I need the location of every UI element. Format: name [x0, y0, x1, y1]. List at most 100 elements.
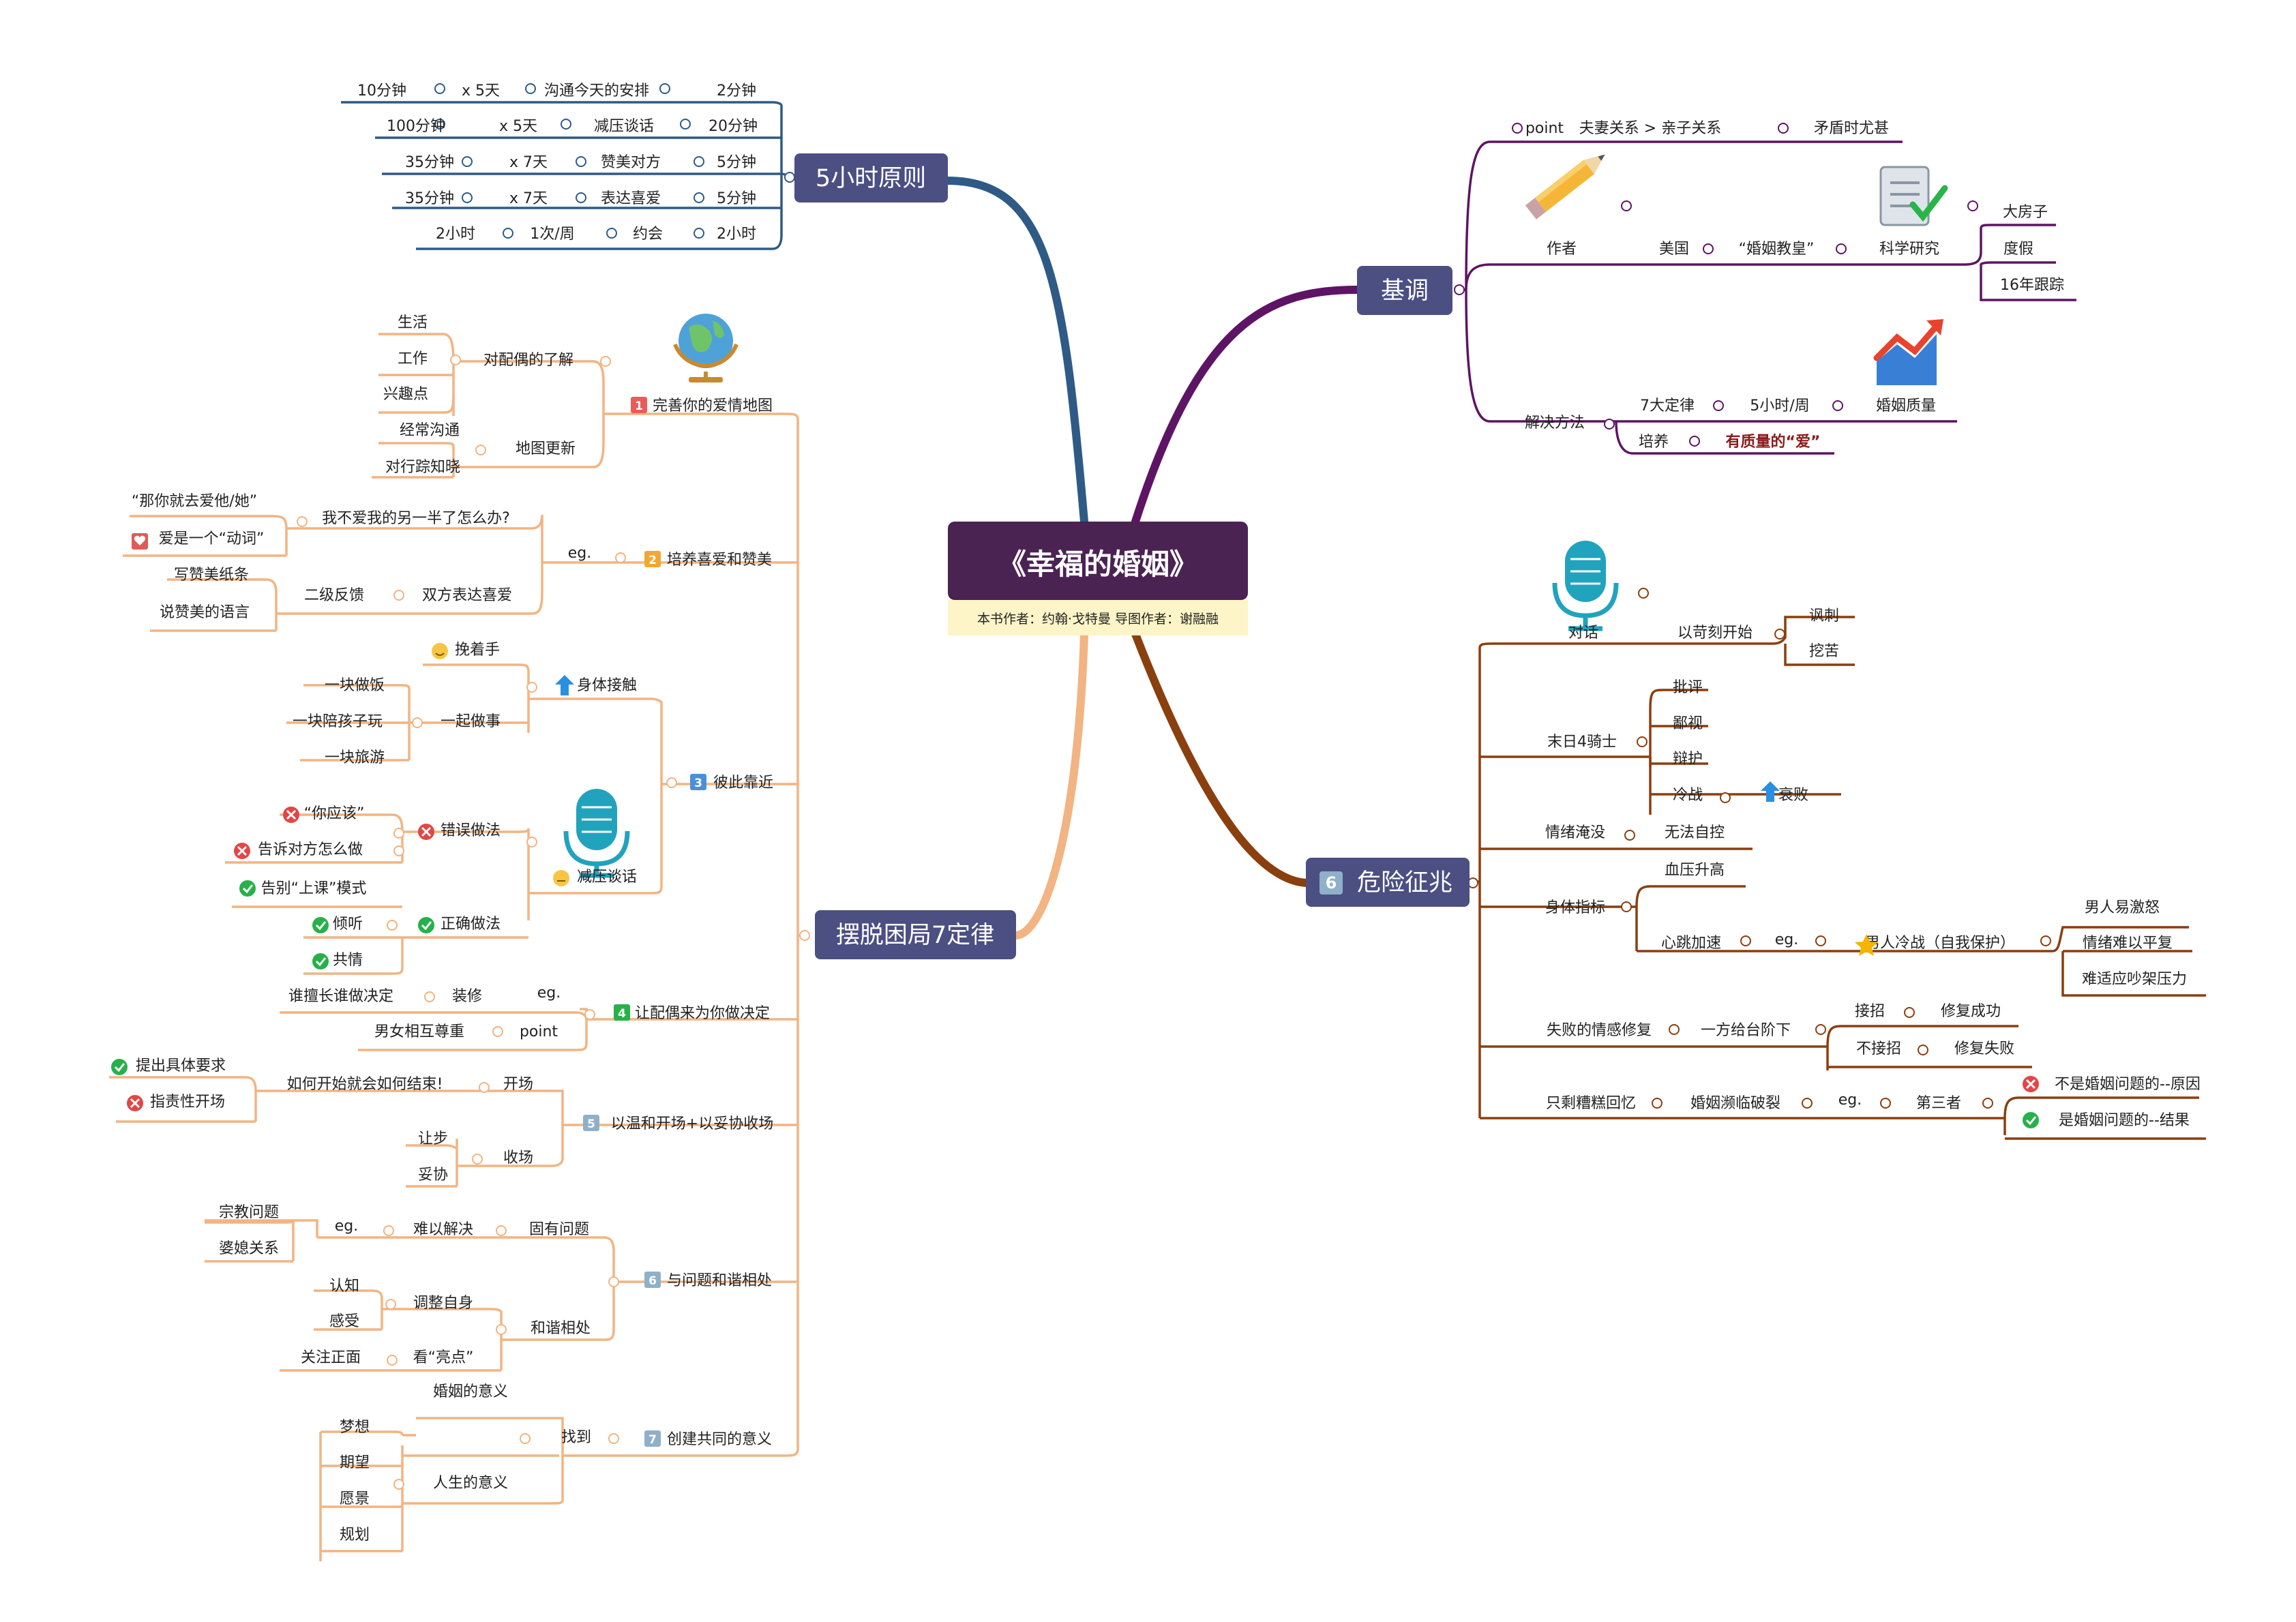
danger-mock: 挖苦: [1809, 643, 1839, 660]
research-vacation: 度假: [2003, 241, 2033, 258]
jidiao-pope: “婚姻教皇”: [1739, 241, 1815, 258]
l5-compromise: 妥协: [418, 1167, 448, 1184]
svg-text:1: 1: [635, 400, 643, 413]
l5-concede: 让步: [418, 1130, 448, 1147]
five-h-row1-a: 10分钟: [357, 82, 406, 100]
law5: 以温和开场+以妥协收场: [611, 1115, 773, 1132]
body-eg: eg.: [1775, 931, 1799, 948]
badge-6-law: [644, 1272, 661, 1288]
five-h-row4-a: 35分钟: [405, 190, 454, 207]
men-pressure: 难适应吵架压力: [2082, 971, 2187, 988]
check-circle-icon-1: [239, 880, 256, 897]
l4-decide: 谁擅长谁做决定: [288, 988, 393, 1005]
l3-stress: 减压谈话: [577, 869, 637, 886]
l3-travel: 一块旅游: [325, 749, 385, 766]
grin-face-icon: [432, 643, 448, 659]
trunk-5h: [944, 177, 1088, 526]
l2-question: 我不爱我的另一半了怎么办?: [322, 510, 510, 527]
l1-whereabouts: 对行踪知晓: [385, 459, 460, 476]
l3-wrong: 错误做法: [441, 822, 501, 839]
svg-text:6: 6: [1326, 873, 1337, 892]
topic-jidiao-box[interactable]: [1357, 266, 1452, 315]
body-bp: 血压升高: [1665, 862, 1725, 879]
five-h-row1-b: x 5天: [462, 82, 500, 100]
solution-quality: 婚姻质量: [1876, 397, 1936, 415]
cross-circle-icon-4: [127, 1095, 143, 1111]
svg-text:2: 2: [648, 554, 657, 567]
cross-circle-icon-2: [234, 843, 250, 859]
cross-circle-icon-1: [283, 807, 299, 823]
l6-harmony: 和谐相处: [531, 1320, 591, 1337]
five-h-row2-b: x 5天: [499, 118, 537, 135]
five-h-row2-a: 100分钟: [387, 118, 445, 135]
l7-vision: 愿景: [340, 1490, 370, 1507]
topic-laws-box[interactable]: [815, 910, 1016, 959]
knight-decline: 衰败: [1778, 787, 1808, 804]
solution-cultivate: 培养: [1639, 434, 1669, 451]
l4-decor: 装修: [452, 988, 482, 1005]
l6-inlaws: 婆媳关系: [219, 1240, 279, 1257]
repair-fail: 修复失败: [1954, 1040, 2014, 1057]
body-heart: 心跳加速: [1661, 935, 1721, 952]
document-check-icon: [1879, 166, 1948, 226]
l2-feedback: 二级反馈: [304, 587, 364, 604]
memory-breakup: 婚姻濒临破裂: [1690, 1095, 1780, 1112]
l3-touch: 身体接触: [577, 677, 637, 694]
cross-circle-icon-3: [418, 824, 434, 840]
repair-success: 修复成功: [1941, 1003, 2001, 1020]
l6-religion: 宗教问题: [219, 1204, 279, 1221]
l1-interest: 兴趣点: [383, 386, 428, 403]
knight-criticism: 批评: [1673, 679, 1703, 696]
up-arrow-icon-left: [555, 675, 574, 695]
law1: 完善你的爱情地图: [653, 397, 773, 415]
five-h-row5-c: 约会: [633, 226, 663, 243]
repair-step: 一方给台阶下: [1701, 1022, 1791, 1039]
l5-blame: 指责性开场: [150, 1094, 225, 1111]
knight-coldwar: 冷战: [1673, 787, 1703, 804]
topic-5h-box[interactable]: [794, 153, 948, 202]
l4-point: point: [520, 1023, 558, 1040]
law2: 培养喜爱和赞美: [667, 552, 772, 569]
repair-reject: 不接招: [1856, 1040, 1901, 1057]
microphone-icon-left: [563, 789, 630, 878]
l7-expect: 期望: [340, 1454, 370, 1471]
l4-eg: eg.: [537, 985, 561, 1002]
l3-kids: 一块陪孩子玩: [293, 713, 383, 730]
research-tracking: 16年跟踪: [2000, 277, 2064, 294]
men-irritable: 男人易激怒: [2085, 899, 2160, 916]
l3-lecture: 告别“上课”模式: [261, 880, 367, 897]
l3-right: 正确做法: [441, 916, 501, 933]
jidiao-point-rel: 夫妻关系 > 亲子关系: [1579, 120, 1721, 137]
svg-text:7: 7: [648, 1433, 657, 1447]
solution-5h: 5小时/周: [1750, 397, 1809, 415]
five-h-row3-a: 35分钟: [405, 154, 454, 171]
danger-sarcasm: 讽刺: [1809, 607, 1839, 625]
five-h-row2-d: 20分钟: [709, 118, 758, 135]
l5-how: 如何开始就会如何结束!: [287, 1076, 443, 1093]
topic-5h-label: 5小时原则: [816, 165, 926, 192]
topic-danger-box[interactable]: [1306, 858, 1470, 907]
badge-7: [644, 1430, 661, 1447]
five-h-row5-a: 2小时: [436, 226, 475, 243]
danger-repair: 失败的情感修复: [1547, 1022, 1652, 1039]
central-topic-box[interactable]: [948, 522, 1248, 600]
memory-third: 第三者: [1916, 1095, 1961, 1112]
knight-defensive: 辩护: [1673, 751, 1703, 768]
badge-3: [690, 774, 706, 790]
l7-marriage: 婚姻的意义: [433, 1383, 508, 1400]
l5-specific: 提出具体要求: [136, 1057, 226, 1075]
l7-plan: 规划: [340, 1527, 370, 1544]
svg-text:5: 5: [587, 1117, 595, 1131]
l3-hand: 挽着手: [455, 642, 500, 659]
l1-life: 生活: [398, 314, 428, 331]
topic-laws-label: 摆脱困局7定律: [836, 922, 994, 949]
five-h-row3-b: x 7天: [509, 154, 548, 171]
pencil-icon: [1525, 154, 1605, 220]
l5-open: 开场: [503, 1076, 533, 1093]
jidiao-point-conflict: 矛盾时尤甚: [1814, 120, 1889, 137]
l2-words: 说赞美的语言: [160, 604, 250, 621]
topic-jidiao-label: 基调: [1381, 277, 1429, 305]
central-credit: 本书作者：约翰·戈特曼 导图作者：谢融融: [977, 612, 1219, 627]
